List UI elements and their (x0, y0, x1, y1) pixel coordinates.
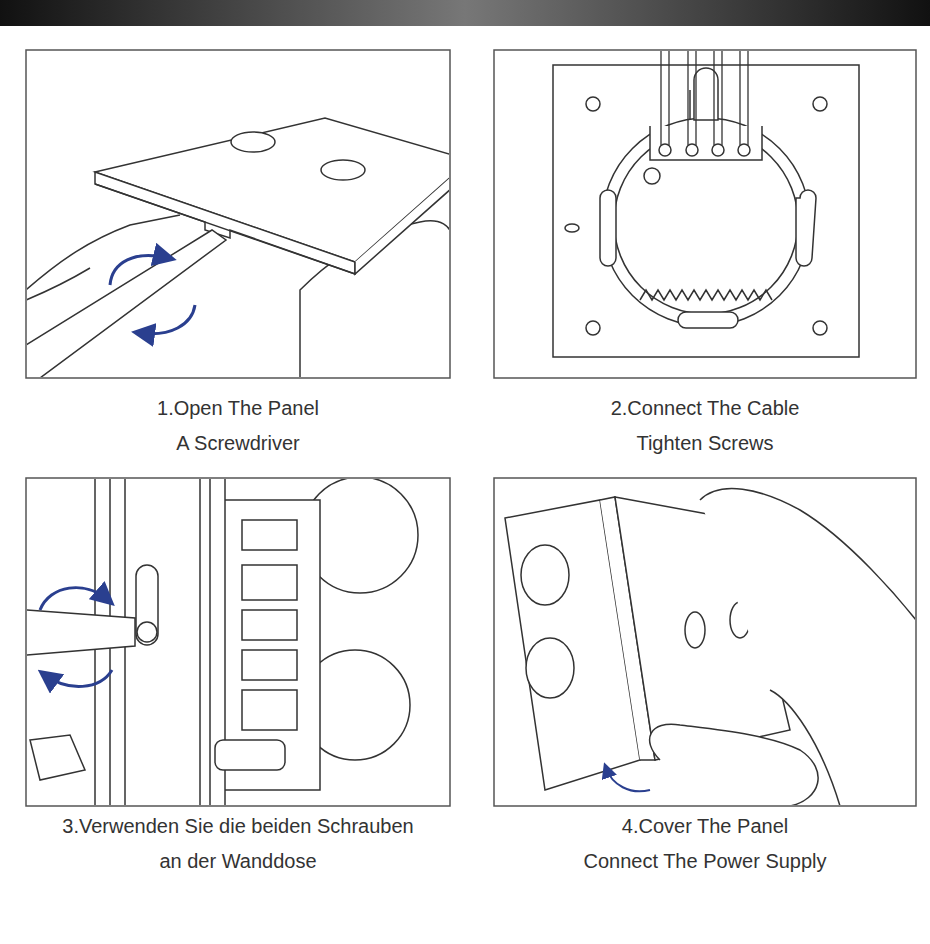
wall-plate-figure (553, 51, 859, 357)
screw-mount-figure (27, 479, 418, 805)
panel-frames (26, 50, 916, 806)
header-bar (0, 0, 930, 26)
step-caption: Connect The Power Supply (583, 849, 826, 873)
step-caption: 2.Connect The Cable (611, 396, 800, 420)
rotate-arrows (40, 588, 112, 687)
step-caption: 1.Open The Panel (157, 396, 319, 420)
cover-panel-figure (505, 489, 915, 805)
step-caption: an der Wanddose (159, 849, 316, 873)
close-arrow (606, 768, 650, 791)
step-caption: 4.Cover The Panel (622, 814, 788, 838)
step-caption: 3.Verwenden Sie die beiden Schrauben (62, 814, 413, 838)
open-panel-figure (27, 118, 449, 377)
step-caption: Tighten Screws (636, 431, 773, 455)
rotate-arrows (110, 256, 195, 334)
step-caption: A Screwdriver (176, 431, 299, 455)
